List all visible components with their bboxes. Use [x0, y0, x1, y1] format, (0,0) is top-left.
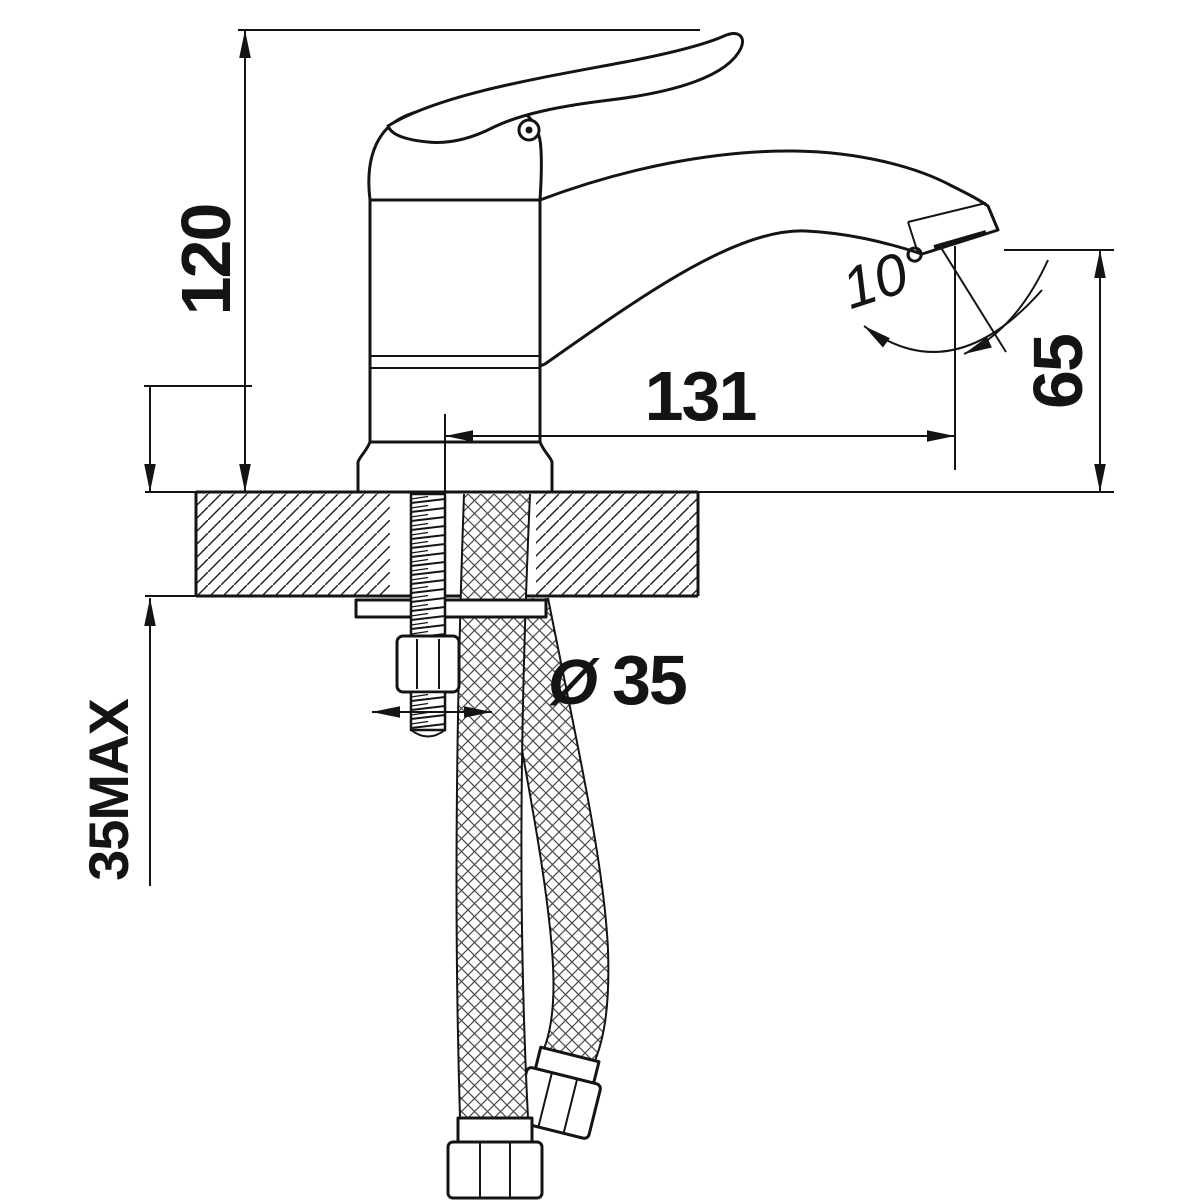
handle-screw-center [525, 126, 533, 134]
faucet-base [356, 440, 554, 494]
stud-end-cap [410, 729, 446, 738]
dimension-reach-131: 131 [444, 246, 956, 492]
hose-front-nut [446, 1140, 544, 1200]
hose-front-collar [456, 1116, 534, 1144]
mounting-washer-plate [354, 598, 548, 619]
spout [538, 149, 1000, 368]
spout-height-dimension-label: 65 [1019, 335, 1097, 409]
dimension-deck-thickness-35max: 35MAX [77, 385, 252, 886]
threaded-stud-upper [409, 492, 447, 638]
deck-thickness-label: 35MAX [77, 698, 140, 880]
countertop-section [145, 490, 1114, 598]
hole-diameter-label: 35 [612, 641, 686, 719]
reach-dimension-label: 131 [645, 357, 756, 435]
dimension-hole-diameter-35: Ø 35 [372, 641, 688, 719]
handle-lever [386, 32, 744, 144]
countertop-extension-lines [145, 491, 1114, 597]
mounting-hardware [354, 492, 548, 738]
hose-rear-nut-facets [537, 1072, 579, 1134]
spout-outlet-opening [933, 230, 987, 249]
dimension-spout-height-65: 65 [1004, 249, 1114, 492]
height-dimension-label: 120 [167, 205, 245, 316]
angle-arc-left [863, 289, 1043, 353]
angle-arc-right [963, 259, 1049, 355]
mounting-nut-facets [416, 639, 440, 689]
mounting-nut [395, 634, 461, 694]
hose-front-nut-facets [479, 1142, 511, 1198]
dimension-angle-10: 10° [834, 233, 1049, 355]
reach-extension-lines [444, 246, 956, 492]
spout-aerator [907, 202, 987, 254]
countertop-hatch-left [196, 492, 390, 596]
diameter-symbol: Ø [548, 646, 600, 718]
dimension-height-120: 120 [167, 29, 700, 492]
hose-front-outline [455, 493, 531, 1119]
hose-rear-braid [496, 598, 609, 1072]
supply-hoses [446, 493, 610, 1200]
outlet-axis-line [939, 245, 1007, 353]
faucet [356, 32, 1000, 494]
countertop-hatch-right [536, 492, 698, 596]
body-joint-rings [370, 355, 540, 369]
hose-front-braid [456, 494, 530, 1118]
faucet-body-column [368, 198, 542, 444]
hose-rear-fitting [513, 1045, 602, 1140]
